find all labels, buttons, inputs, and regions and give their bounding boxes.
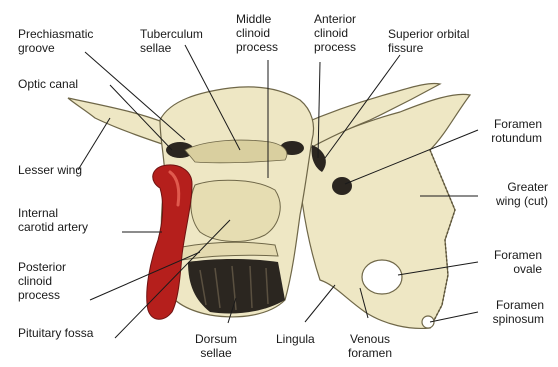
label-dorsum-sellae: Dorsum sellae xyxy=(186,332,246,360)
label-foramen-rotundum: Foramen rotundum xyxy=(470,117,542,145)
label-optic-canal: Optic canal xyxy=(18,77,78,91)
label-tuberculum-sellae: Tuberculum sellae xyxy=(140,27,203,55)
label-pituitary-fossa: Pituitary fossa xyxy=(18,326,93,340)
pituitary-fossa-shape xyxy=(191,180,280,241)
label-venous-foramen: Venous foramen xyxy=(338,332,402,360)
label-lingula: Lingula xyxy=(276,332,315,346)
label-anterior-clinoid-process: Anterior clinoid process xyxy=(314,12,356,54)
label-middle-clinoid-process: Middle clinoid process xyxy=(236,12,278,54)
foramen-ovale-hole xyxy=(362,260,402,294)
label-prechiasmatic-groove: Prechiasmatic groove xyxy=(18,27,93,55)
label-foramen-spinosum: Foramen spinosum xyxy=(470,298,544,326)
label-foramen-ovale: Foramen ovale xyxy=(470,248,542,276)
label-posterior-clinoid-process: Posterior clinoid process xyxy=(18,260,66,302)
label-lesser-wing: Lesser wing xyxy=(18,163,82,177)
label-superior-orbital-fissure: Superior orbital fissure xyxy=(388,27,469,55)
label-internal-carotid-artery: Internal carotid artery xyxy=(18,206,88,234)
label-greater-wing-cut: Greater wing (cut) xyxy=(474,180,548,208)
